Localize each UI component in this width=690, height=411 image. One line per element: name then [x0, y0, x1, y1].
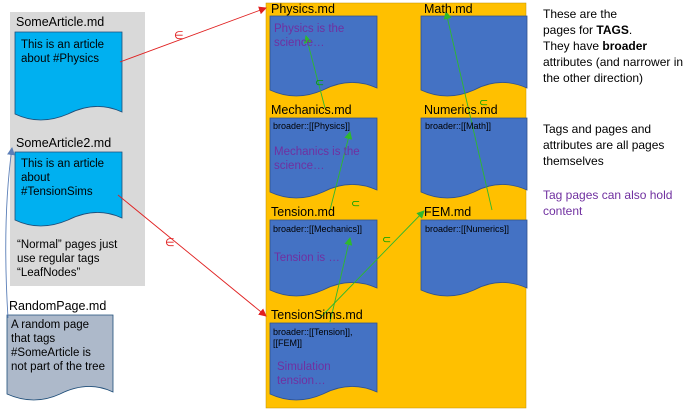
math-doc-shape: [420, 15, 528, 97]
article2-body: This is an article about #TensionSims: [21, 158, 105, 198]
tags-explanation: These are the pages for TAGS. They have …: [543, 7, 684, 85]
article2-doc-shape: [14, 151, 123, 227]
random-page-doc-shape: [6, 314, 114, 401]
arrow-tensionsims-to-tension: [329, 237, 353, 323]
article2-title: SomeArticle2.md: [16, 136, 112, 150]
arrow-article2-to-tensionsims: [117, 194, 267, 317]
article1-doc-shape: [14, 31, 123, 121]
math-title: Math.md: [424, 2, 473, 16]
fem-title: FEM.md: [424, 205, 472, 219]
element-of-symbol-2: ∈: [165, 237, 175, 249]
subset-symbol-tensionsims-fem: ⊂: [382, 234, 392, 246]
tensionsims-doc-shape: [269, 322, 378, 401]
mechanics-broader: broader::[[Physics]]: [273, 121, 351, 131]
subset-symbol-mechanics-physics: ⊂: [315, 77, 325, 89]
arrow-mechanics-to-physics: [303, 35, 326, 109]
fem-broader: broader::[[Numerics]]: [425, 224, 510, 234]
arrow-numerics-to-math: [443, 11, 493, 211]
arrow-tensionsims-to-fem: [319, 210, 425, 319]
element-of-symbol-1: ∈: [174, 30, 184, 42]
arrow-article1-to-physics: [119, 6, 267, 63]
article1-body: This is an article about #Physics: [21, 39, 105, 65]
numerics-title: Numerics.md: [424, 103, 498, 117]
physics-content: Physics is the science…: [274, 23, 345, 49]
mechanics-content: Mechanics is the science…: [274, 146, 360, 172]
physics-doc-shape: [269, 15, 378, 97]
tension-content: Tension is …: [274, 252, 340, 264]
pages-note: Tags and pages and attributes are all pa…: [543, 122, 665, 168]
tension-broader: broader::[[Mechanics]]: [273, 224, 363, 234]
mechanics-title: Mechanics.md: [271, 103, 352, 117]
subset-symbol-numerics-math: ⊂: [479, 97, 489, 109]
tensionsims-title: TensionSims.md: [271, 308, 363, 322]
random-page-title: RandomPage.md: [9, 299, 107, 313]
random-page-body: A random page that tags #SomeArticle is …: [11, 319, 105, 373]
physics-title: Physics.md: [271, 2, 335, 16]
article1-title: SomeArticle.md: [16, 15, 105, 29]
tensionsims-content: Simulation tension…: [277, 361, 331, 387]
numerics-doc-shape: [420, 117, 528, 199]
arrow-randompage-to-article: [5, 147, 15, 319]
normal-pages-note: “Normal” pages just use regular tags “Le…: [17, 239, 118, 279]
arrow-tension-to-mechanics: [329, 131, 353, 211]
numerics-broader: broader::[[Math]]: [425, 121, 492, 131]
content-note: Tag pages can also hold content: [543, 188, 673, 218]
tensionsims-broader: broader::[[Tension]], [[FEM]]: [273, 327, 353, 348]
fem-doc-shape: [420, 219, 528, 297]
tension-title: Tension.md: [271, 205, 335, 219]
subset-symbol-tension-mechanics: ⊂: [351, 198, 361, 210]
